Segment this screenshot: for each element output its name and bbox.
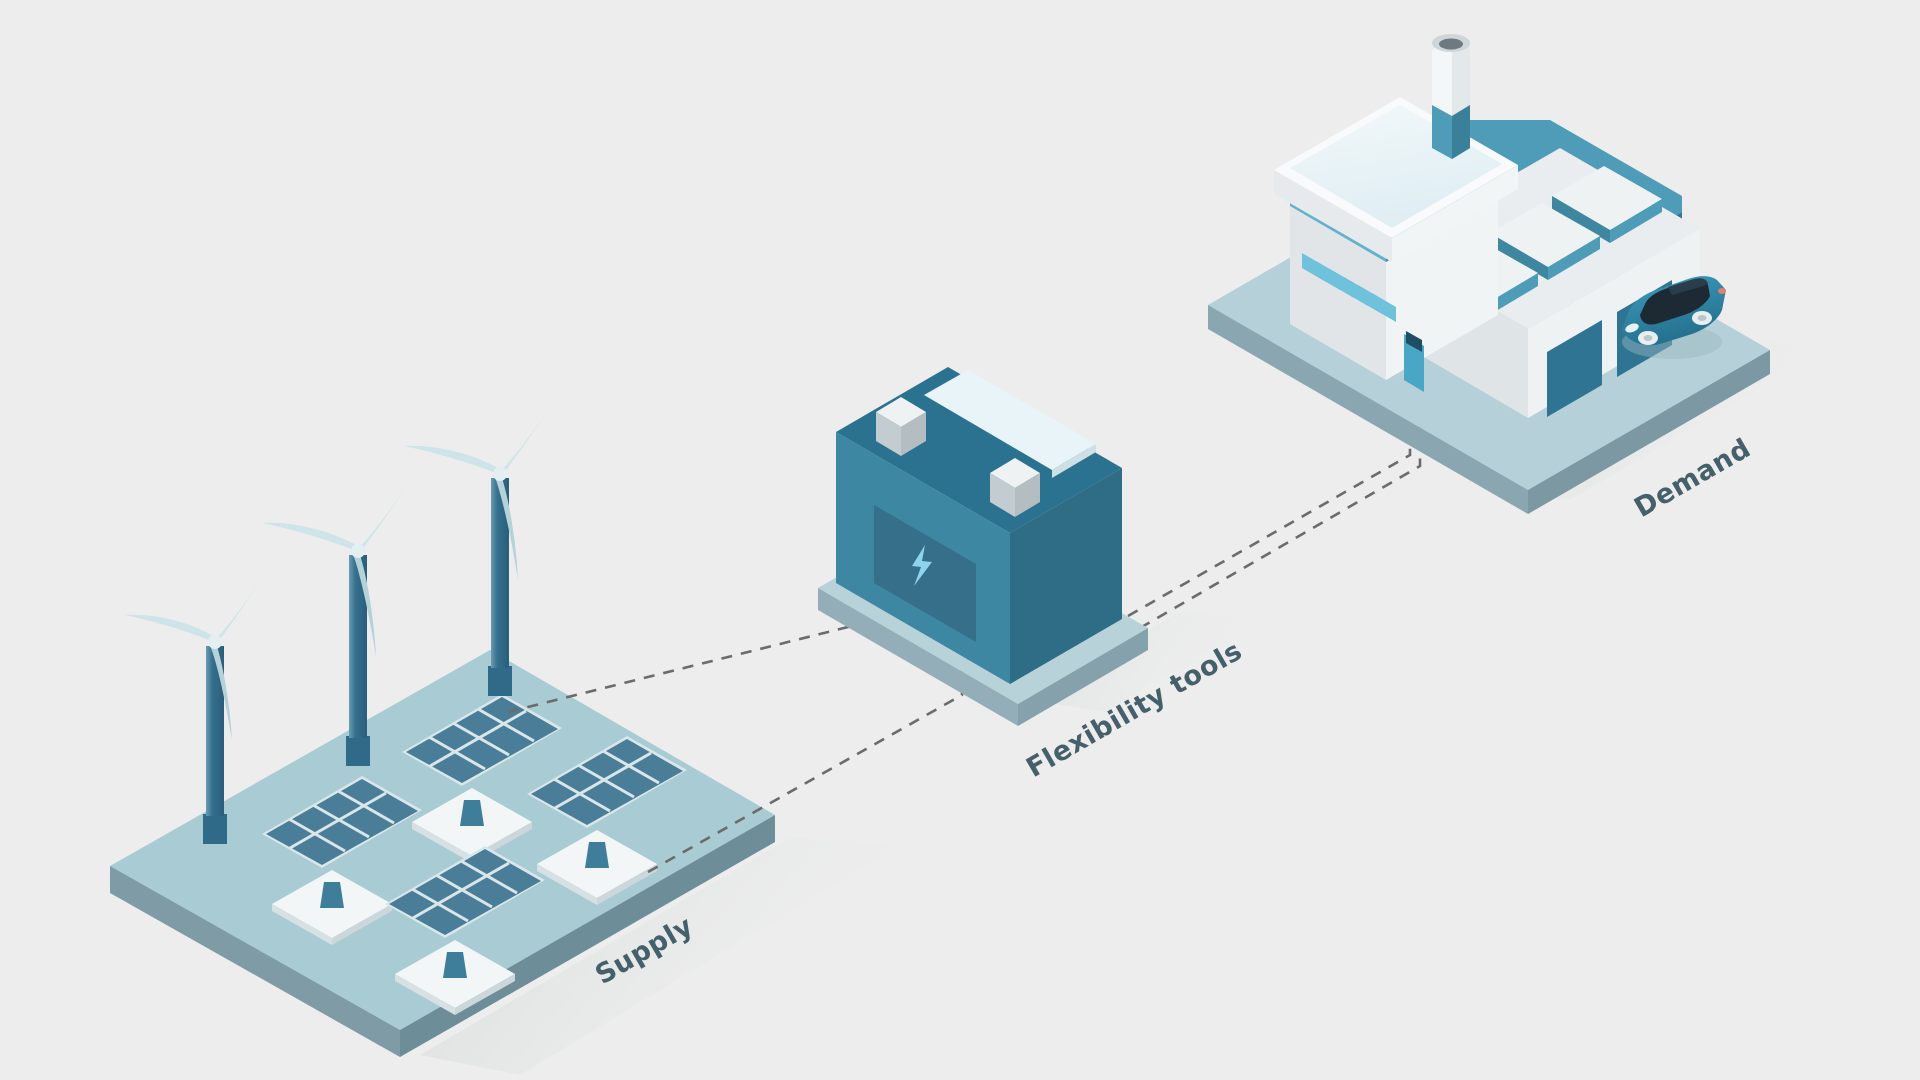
turbine-base [346,736,370,766]
chimney-opening-inner [1439,38,1463,50]
wind-turbine[interactable] [404,382,562,696]
battery-right-face [1010,468,1122,684]
wind-turbine[interactable] [262,459,420,766]
factory-facade-windows [1302,253,1396,322]
solar-array [262,776,422,868]
turbine-hub [493,467,507,481]
turbine-blades [125,556,272,740]
factory-door[interactable] [1404,331,1424,392]
battery-terminal[interactable] [876,397,926,456]
battery-shadow [1030,612,1260,712]
factory-window [1372,293,1396,322]
connection-battery-to-demand [1127,350,1412,618]
solar-array [402,694,562,786]
demand-platform-right-side [1528,350,1770,514]
factory-building[interactable] [1274,34,1700,418]
connection-battery-to-demand-b [1139,356,1422,630]
solar-stem [585,842,609,868]
electric-car[interactable] [1622,276,1726,359]
car-headlight [1625,323,1639,333]
supply-platform-left-side [110,866,400,1057]
lightning-bolt-icon [912,545,932,586]
car-windows [1640,280,1710,325]
turbine-tower [491,478,509,668]
battery-terminal[interactable] [990,458,1040,517]
solar-array [385,846,545,938]
car-taillight [1718,288,1726,294]
solar-panel[interactable] [385,846,545,1015]
solar-array [527,736,687,828]
turbine-base [488,666,512,696]
car-wheel-hub [1697,315,1707,321]
factory-window [1547,320,1602,417]
solar-panel[interactable] [262,776,422,945]
flexibility-battery-unit[interactable] [818,367,1148,726]
factory-chimney [1432,34,1470,159]
supply-platform-right-side [400,815,775,1057]
solar-stem [460,800,484,826]
car-wheel-hub [1643,335,1653,341]
solar-panel[interactable] [527,736,687,905]
connection-supply-to-battery-upper [507,498,853,714]
solar-stem [443,952,467,978]
car-roof [1668,278,1708,295]
battery-label-strip [924,370,1096,470]
turbine-hub [208,635,222,649]
turbine-blades [262,459,420,657]
turbine-hub [351,544,365,558]
battery-label-strip-edge [1052,444,1096,478]
turbine-tower [206,646,224,816]
turbine-tower [349,555,367,738]
wind-turbine[interactable] [125,556,272,844]
turbine-blades [404,382,562,580]
battery-display-panel [874,505,976,642]
solar-panel[interactable] [402,694,562,863]
solar-stem [320,882,344,908]
supply-platform-shadow [420,838,900,1075]
turbine-base [203,814,227,844]
demand-platform-left-side [1208,305,1528,514]
